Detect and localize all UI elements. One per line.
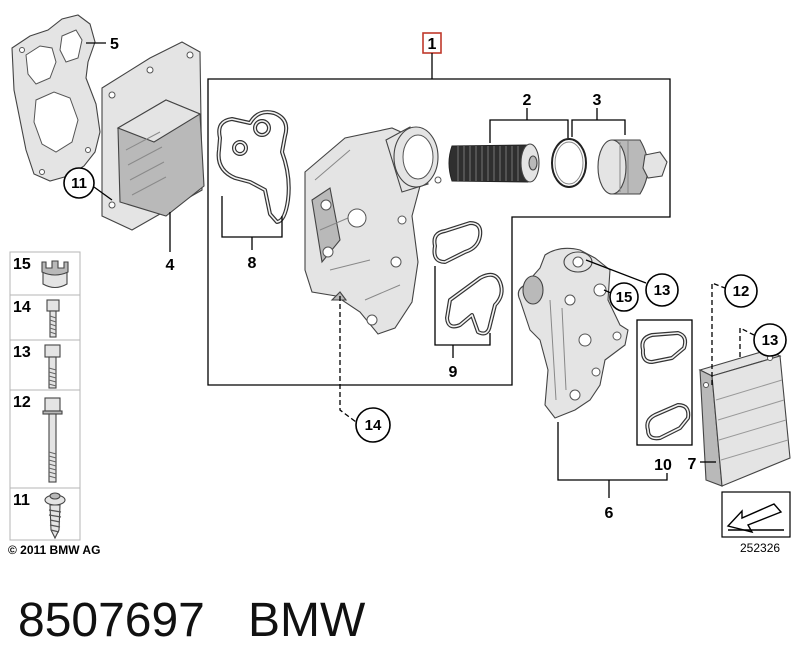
callout-5: 5 xyxy=(110,36,119,53)
leader-12 xyxy=(711,282,726,385)
legend-label-15: 15 xyxy=(13,256,31,273)
bracket-2 xyxy=(489,119,569,143)
callout-13b-circle xyxy=(753,323,787,357)
callout-15: 15 xyxy=(616,289,633,306)
gasket-8 xyxy=(216,110,291,224)
callout-4: 4 xyxy=(166,257,175,274)
gaskets-9 xyxy=(432,221,504,336)
housing-6 xyxy=(517,247,629,419)
bracket-6 xyxy=(557,422,668,481)
callout-13a: 13 xyxy=(654,282,671,299)
gaskets-10 xyxy=(640,331,691,441)
assembly-1-frame xyxy=(207,78,671,386)
o-ring xyxy=(551,138,587,188)
leader-13b xyxy=(739,326,755,357)
castle-nut-icon xyxy=(41,260,69,289)
callout-11: 11 xyxy=(71,175,87,192)
filter-cap-3 xyxy=(597,139,668,195)
callout-7: 7 xyxy=(688,456,697,473)
callout-13a-circle xyxy=(645,273,679,307)
oil-cooler-4 xyxy=(101,41,205,231)
callout-14: 14 xyxy=(365,417,382,434)
leader-15 xyxy=(603,289,612,294)
fastener-legend: 15 14 13 12 11 xyxy=(9,251,81,541)
filter-cartridge-2 xyxy=(448,143,540,183)
brand-name: BMW xyxy=(248,594,366,647)
leader-14 xyxy=(339,296,357,423)
callout-8: 8 xyxy=(248,255,257,272)
legend-label-14: 14 xyxy=(13,299,31,316)
callout-9: 9 xyxy=(449,364,458,381)
callout-2: 2 xyxy=(523,92,532,109)
bracket-9 xyxy=(434,266,491,346)
bracket-3 xyxy=(571,119,626,137)
legend-label-11: 11 xyxy=(13,492,30,509)
legend-label-12: 12 xyxy=(13,394,31,411)
callout-1: 1 xyxy=(428,36,437,53)
arrow-icon xyxy=(726,503,783,534)
legend-row-11 xyxy=(9,487,81,541)
filter-housing xyxy=(304,126,442,335)
callout-10: 10 xyxy=(654,457,672,474)
callout-11-circle xyxy=(63,167,95,199)
part-number: 8507697 xyxy=(18,594,205,647)
legend-label-13: 13 xyxy=(13,344,31,361)
oil-cooler-7 xyxy=(698,349,791,487)
callout-12: 12 xyxy=(733,283,750,300)
leader-11 xyxy=(93,186,113,201)
gasket-5 xyxy=(11,14,101,182)
copyright: © 2011 BMW AG xyxy=(8,543,100,557)
callout-3: 3 xyxy=(593,92,602,109)
short-bolt-icon xyxy=(46,299,60,338)
callout-15-circle xyxy=(609,282,639,312)
callout-13b: 13 xyxy=(762,332,779,349)
callout-14-circle xyxy=(355,407,391,443)
self-tapping-screw-icon xyxy=(44,492,66,540)
callout-12-circle xyxy=(724,274,758,308)
bolt-icon xyxy=(44,344,61,389)
image-number: 252326 xyxy=(740,541,780,555)
gaskets-10-box xyxy=(636,319,693,446)
long-bolt-icon xyxy=(42,397,63,483)
leader-13a xyxy=(585,259,647,284)
callout-6: 6 xyxy=(605,505,614,522)
orientation-box xyxy=(721,491,791,538)
